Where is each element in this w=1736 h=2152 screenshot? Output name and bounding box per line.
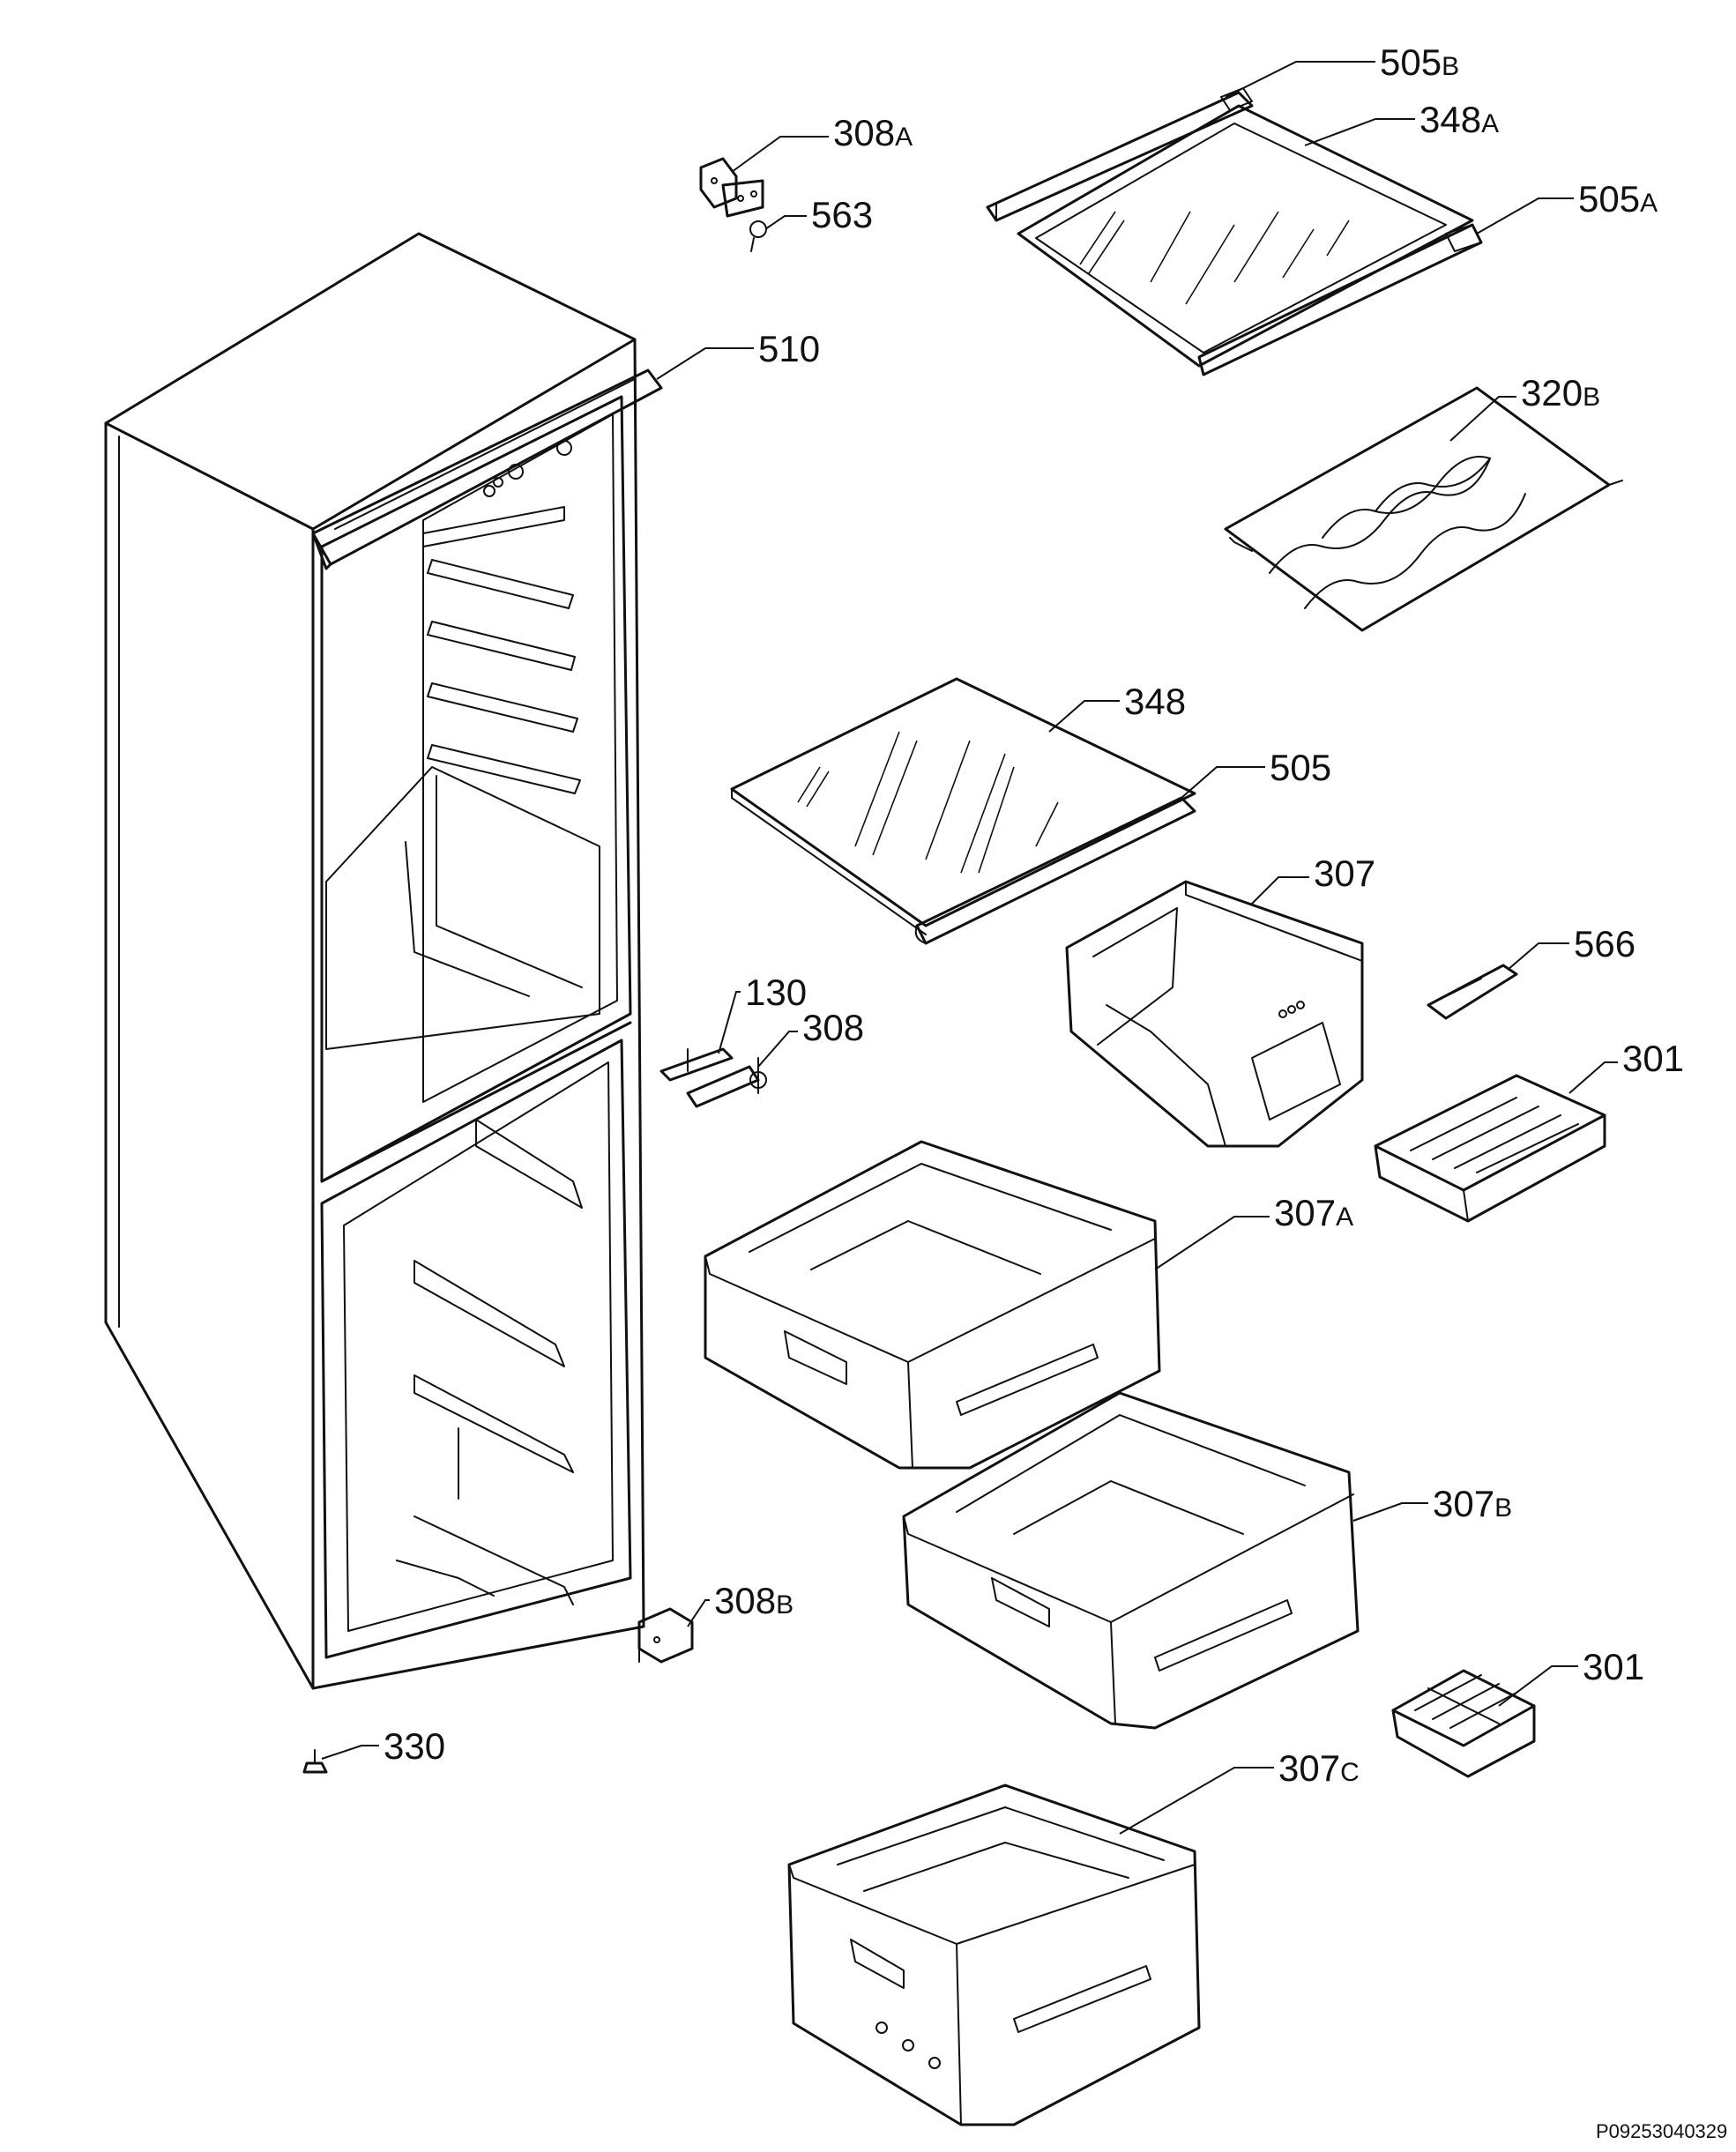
leader-lines: [321, 61, 1618, 1835]
part-labels: 505B 348A 505A 308A 563 510 320B 348 505…: [384, 41, 1684, 1789]
label-505B: 505B: [1380, 41, 1459, 83]
control-panel: [311, 369, 663, 570]
label-308A: 308A: [833, 112, 913, 153]
glass-shelf-348A: [1017, 104, 1474, 368]
glass-shelf-348: [730, 677, 1196, 935]
label-301-lower: 301: [1583, 1646, 1644, 1687]
hinge-plate-130: [659, 1047, 734, 1082]
shelf-trim-505A: [1197, 223, 1483, 376]
label-307A: 307A: [1274, 1192, 1353, 1233]
label-320B: 320B: [1521, 372, 1600, 413]
label-308B: 308B: [714, 1580, 793, 1621]
label-566: 566: [1574, 923, 1635, 964]
hinge-308B: [637, 1607, 694, 1664]
label-307B: 307B: [1433, 1483, 1512, 1524]
drawer-307: [1065, 880, 1364, 1148]
label-505A: 505A: [1578, 178, 1658, 220]
drawing-id: P09253040329: [1596, 2120, 1727, 2142]
drawer-307B: [902, 1391, 1360, 1730]
label-330: 330: [384, 1725, 445, 1767]
hinge-308: [686, 1057, 767, 1108]
hinge-308A: [699, 157, 764, 218]
label-307C: 307C: [1278, 1747, 1360, 1789]
label-510: 510: [758, 328, 820, 369]
shelf-rails: [422, 506, 581, 794]
foot-330: [302, 1749, 328, 1774]
label-348: 348: [1124, 681, 1186, 722]
label-348A: 348A: [1419, 99, 1499, 140]
shelf-trim-505: [914, 796, 1196, 945]
fridge-cabinet: [104, 232, 645, 1690]
screw-563: [749, 220, 767, 252]
ice-tray-301-upper: [1374, 1074, 1606, 1223]
clip-566: [1427, 964, 1518, 1020]
label-130: 130: [745, 972, 807, 1013]
bottle-rack-320B: [1224, 386, 1623, 632]
ice-tray-301-lower: [1391, 1669, 1536, 1778]
label-505: 505: [1270, 747, 1331, 788]
label-301-upper: 301: [1622, 1038, 1684, 1079]
label-563: 563: [811, 194, 873, 235]
drawer-307A: [704, 1140, 1161, 1470]
drawer-307C: [787, 1783, 1201, 2126]
label-307: 307: [1314, 853, 1375, 894]
shelf-trim-505B: [986, 87, 1254, 222]
label-308: 308: [802, 1007, 864, 1048]
